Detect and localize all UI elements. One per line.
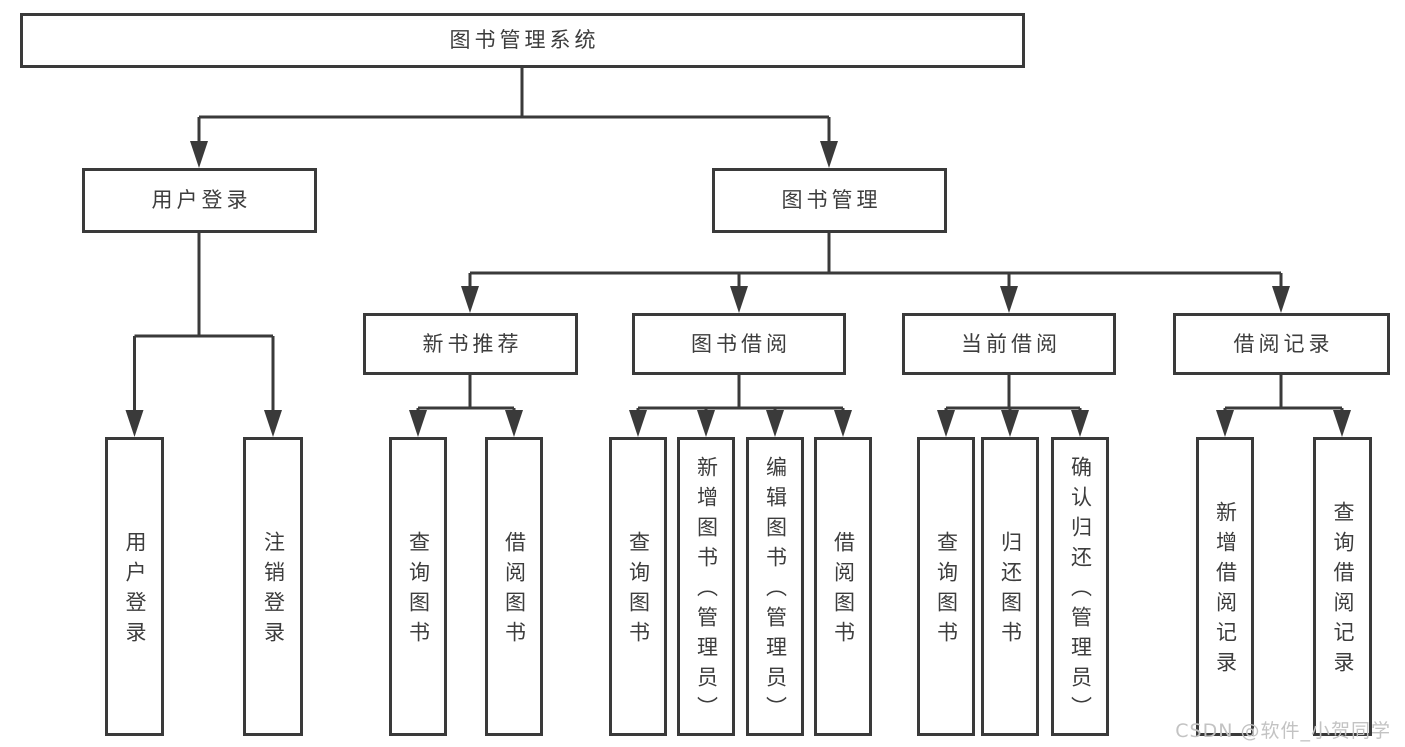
- node-label: 归还图书: [998, 531, 1023, 651]
- node-user-login: 用户登录: [82, 168, 317, 233]
- node-label: 新增图书（管理员）: [694, 456, 719, 726]
- node-borrowing-records: 借阅记录: [1173, 313, 1390, 375]
- node-label: 查询图书: [934, 531, 959, 651]
- leaf-query-books-borrow: 查询图书: [609, 437, 667, 736]
- leaf-return-books: 归还图书: [981, 437, 1039, 736]
- node-label: 新书推荐: [422, 331, 523, 356]
- node-label: 查询借阅记录: [1331, 501, 1355, 681]
- node-library-management-system: 图书管理系统: [20, 13, 1025, 68]
- node-label: 借阅图书: [831, 531, 856, 651]
- node-label: 查询图书: [626, 531, 651, 651]
- node-label: 图书管理: [781, 188, 882, 212]
- leaf-borrow-books: 借阅图书: [814, 437, 872, 736]
- node-label: 用户登录: [123, 531, 147, 651]
- node-book-borrowing: 图书借阅: [632, 313, 846, 375]
- leaf-query-books-recommend: 查询图书: [389, 437, 447, 736]
- node-label: 注销登录: [261, 531, 286, 651]
- node-label: 新增借阅记录: [1213, 501, 1238, 681]
- leaf-query-books-current: 查询图书: [917, 437, 975, 736]
- leaf-confirm-return-admin: 确认归还（管理员）: [1051, 437, 1109, 736]
- node-label: 图书管理系统: [449, 28, 600, 52]
- node-book-management: 图书管理: [712, 168, 947, 233]
- leaf-user-login: 用户登录: [105, 437, 164, 736]
- leaf-add-books-admin: 新增图书（管理员）: [677, 437, 735, 736]
- csdn-watermark: CSDN @软件_小贺同学: [1175, 720, 1391, 742]
- node-label: 用户登录: [151, 188, 252, 212]
- leaf-edit-books-admin: 编辑图书（管理员）: [746, 437, 804, 736]
- leaf-query-borrow-record: 查询借阅记录: [1313, 437, 1372, 736]
- node-label: 借阅记录: [1233, 331, 1334, 356]
- node-label: 查询图书: [406, 531, 431, 651]
- node-label: 确认归还（管理员）: [1068, 456, 1093, 726]
- node-label: 编辑图书（管理员）: [763, 456, 788, 726]
- node-label: 借阅图书: [502, 531, 527, 651]
- leaf-logout-login: 注销登录: [243, 437, 303, 736]
- node-new-book-recommendation: 新书推荐: [363, 313, 578, 375]
- node-label: 当前借阅: [961, 331, 1061, 356]
- leaf-borrow-books-recommend: 借阅图书: [485, 437, 543, 736]
- node-current-borrowing: 当前借阅: [902, 313, 1116, 375]
- leaf-add-borrow-record: 新增借阅记录: [1196, 437, 1254, 736]
- node-label: 图书借阅: [691, 331, 791, 356]
